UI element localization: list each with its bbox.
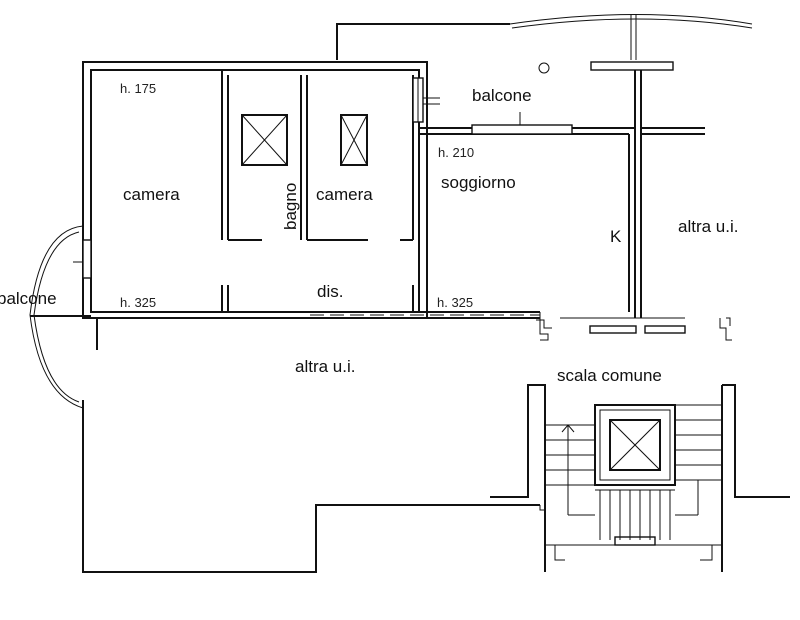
height-label-soggiorno-bottom: h. 325 xyxy=(437,295,473,310)
height-label-camera-top: h. 175 xyxy=(120,81,156,96)
room-label-disimpegno: dis. xyxy=(317,282,343,301)
room-label-balcone-top: balcone xyxy=(472,86,532,105)
room-label-camera-right: camera xyxy=(316,185,373,204)
room-label-camera-left: camera xyxy=(123,185,180,204)
corridor-wall xyxy=(91,311,732,341)
room-label-soggiorno: soggiorno xyxy=(441,173,516,192)
room-label-balcone-left: balcone xyxy=(0,289,57,308)
shaft-camera xyxy=(340,114,368,166)
room-label-altra-ui-right: altra u.i. xyxy=(678,217,738,236)
height-label-camera-bottom: h. 325 xyxy=(120,295,156,310)
left-balcony-shape xyxy=(29,225,92,409)
height-label-soggiorno-top: h. 210 xyxy=(438,145,474,160)
room-label-kitchen: K xyxy=(610,227,622,246)
shaft-bagno xyxy=(241,114,288,166)
room-label-bagno: bagno xyxy=(281,183,300,230)
room-label-scala-comune: scala comune xyxy=(557,366,662,385)
room-label-altra-ui-bottom: altra u.i. xyxy=(295,357,355,376)
living-walls xyxy=(412,61,705,318)
staircase xyxy=(490,384,790,572)
upper-boundary xyxy=(336,14,753,60)
